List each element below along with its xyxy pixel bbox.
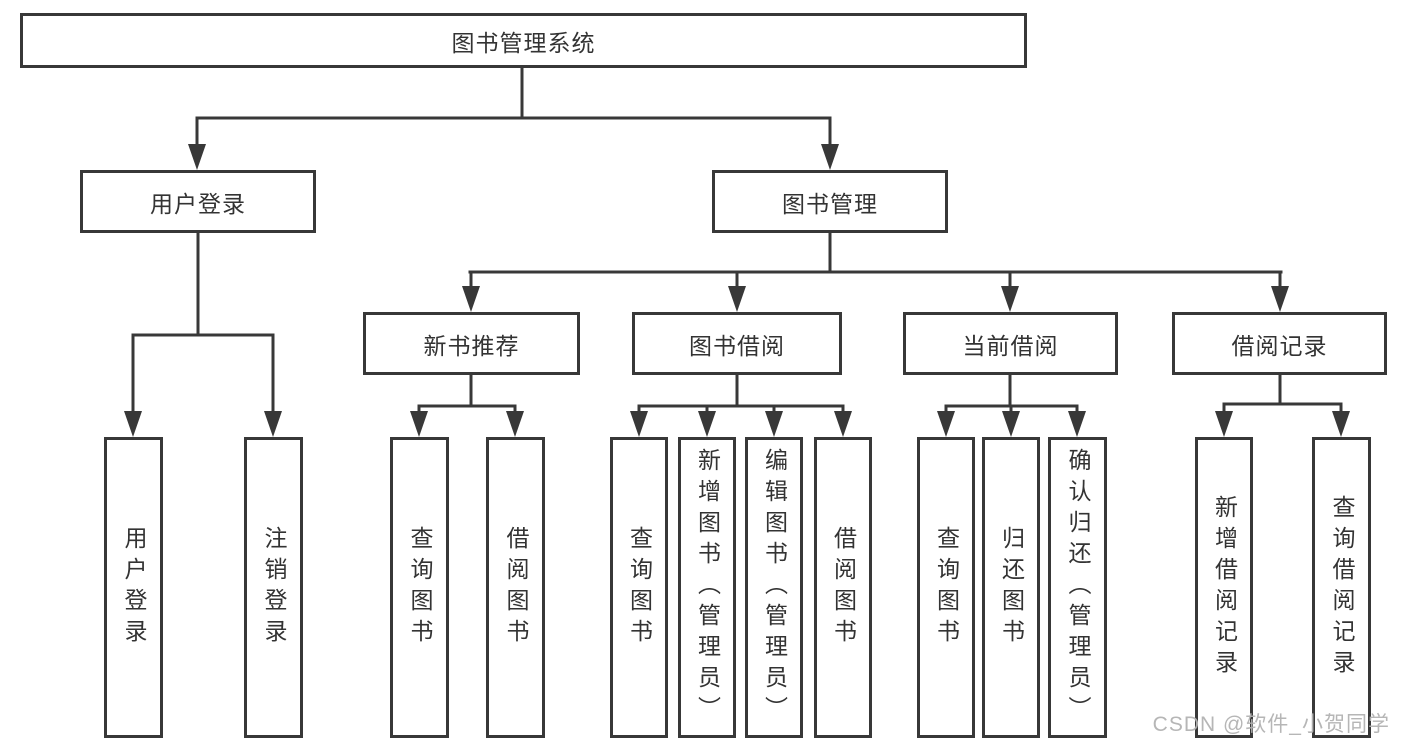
node-borrowing-records: 借阅记录 — [1172, 312, 1387, 375]
leaf-query-books-current: 查询图书 — [917, 437, 975, 738]
connector-book-borrowing — [630, 373, 852, 437]
leaf-logout: 注销登录 — [244, 437, 303, 738]
node-current-borrowing: 当前借阅 — [903, 312, 1118, 375]
node-book-management: 图书管理 — [712, 170, 948, 233]
connector-user-login — [124, 231, 282, 437]
connector-book-management — [462, 231, 1289, 312]
leaf-edit-book-admin: 编辑图书（管理员） — [745, 437, 803, 738]
leaf-query-borrow-record: 查询借阅记录 — [1312, 437, 1371, 738]
leaf-add-borrow-record: 新增借阅记录 — [1195, 437, 1253, 738]
connector-new-book-recommend — [410, 373, 524, 437]
connector-root — [188, 66, 839, 170]
leaf-user-login: 用户登录 — [104, 437, 163, 738]
leaf-confirm-return-admin: 确认归还（管理员） — [1048, 437, 1107, 738]
node-new-book-recommend: 新书推荐 — [363, 312, 580, 375]
leaf-query-books-borrowing: 查询图书 — [610, 437, 668, 738]
leaf-borrow-books-borrowing: 借阅图书 — [814, 437, 872, 738]
node-book-borrowing: 图书借阅 — [632, 312, 842, 375]
leaf-borrow-books-recommend: 借阅图书 — [486, 437, 545, 738]
leaf-add-book-admin: 新增图书（管理员） — [678, 437, 736, 738]
watermark-text: CSDN @软件_小贺同学 — [1152, 713, 1390, 736]
connector-borrowing-records — [1215, 373, 1350, 437]
connector-current-borrowing — [937, 373, 1086, 437]
node-user-login: 用户登录 — [80, 170, 316, 233]
leaf-query-books-recommend: 查询图书 — [390, 437, 449, 738]
node-library-system: 图书管理系统 — [20, 13, 1027, 68]
leaf-return-books: 归还图书 — [982, 437, 1040, 738]
